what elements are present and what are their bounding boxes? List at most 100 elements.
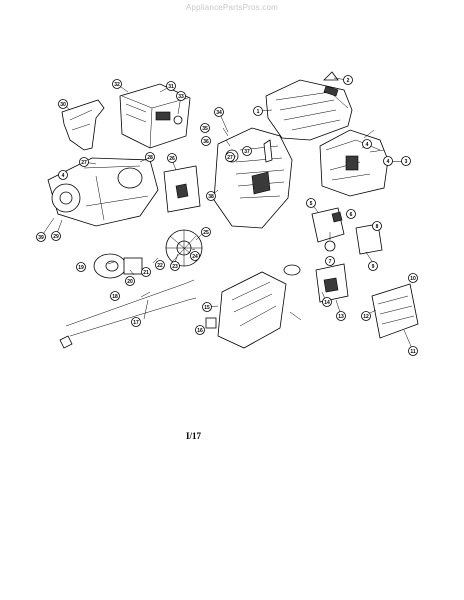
callout-label: 27 [81, 160, 87, 166]
callout-label: 7 [329, 259, 332, 265]
part-ignition [311, 207, 383, 255]
callout-24: 24 [190, 251, 200, 261]
callout-label: 30 [60, 102, 66, 108]
part-starter-housing [47, 157, 159, 227]
callout-4: 4 [58, 170, 68, 180]
callout-label: 3 [405, 159, 408, 165]
callout-label: 27 [227, 155, 233, 161]
callout-label: 20 [127, 279, 133, 285]
callout-label: 4 [387, 159, 390, 165]
callout-33: 33 [176, 91, 186, 101]
callout-4: 4 [383, 156, 393, 166]
callout-label: 4 [62, 173, 65, 179]
callout-label: 35 [202, 126, 208, 132]
callout-label: 6 [350, 212, 353, 218]
callout-12: 12 [361, 311, 371, 321]
callout-26: 26 [167, 153, 177, 163]
callout-34: 34 [214, 107, 224, 117]
callout-10: 10 [408, 273, 418, 283]
callout-label: 4 [366, 142, 369, 148]
callout-17: 17 [131, 317, 141, 327]
callout-label: 26 [169, 156, 175, 162]
watermark: AppliancePartsPros.com [186, 3, 278, 12]
callout-5: 5 [306, 198, 316, 208]
callout-6: 6 [346, 209, 356, 219]
callout-label: 11 [410, 349, 416, 355]
callout-label: 2 [347, 78, 350, 84]
callout-2: 2 [343, 75, 353, 85]
callout-16: 16 [195, 325, 205, 335]
part-housing [319, 129, 389, 197]
part-throttle-cable [59, 279, 197, 349]
callout-19: 19 [76, 262, 86, 272]
callout-1: 1 [253, 106, 263, 116]
callout-label: 24 [192, 254, 198, 260]
callout-label: 32 [114, 82, 120, 88]
callout-label: 21 [143, 270, 149, 276]
callout-label: 15 [204, 305, 210, 311]
part-handle-cover [61, 99, 105, 151]
callout-30: 30 [58, 99, 68, 109]
part-engine-cover [265, 79, 353, 141]
callout-label: 29 [53, 234, 59, 240]
callout-31: 31 [166, 81, 176, 91]
callout-label: 9 [372, 264, 375, 270]
callout-38: 38 [206, 191, 216, 201]
callout-27: 27 [225, 152, 235, 162]
callout-label: 17 [133, 320, 139, 326]
callout-15: 15 [202, 302, 212, 312]
callout-label: 36 [203, 139, 209, 145]
part-engine [213, 127, 293, 229]
callout-27: 27 [79, 157, 89, 167]
callout-3: 3 [401, 156, 411, 166]
part-muffler [119, 83, 191, 149]
callout-label: 10 [410, 276, 416, 282]
callout-21: 21 [141, 267, 151, 277]
callout-29: 29 [51, 231, 61, 241]
callout-label: 8 [376, 224, 379, 230]
part-clutch-drum [93, 253, 143, 279]
part-fuel-tank [205, 264, 301, 349]
callout-label: 13 [338, 314, 344, 320]
callout-39: 39 [36, 232, 46, 242]
callout-8: 8 [372, 221, 382, 231]
callout-label: 1 [257, 109, 260, 115]
callout-32: 32 [112, 79, 122, 89]
callout-13: 13 [336, 311, 346, 321]
part-air-filter [315, 263, 419, 339]
callout-25: 25 [201, 227, 211, 237]
callout-18: 18 [110, 291, 120, 301]
part-carburetor [163, 165, 201, 213]
callout-label: 16 [197, 328, 203, 334]
callout-20: 20 [125, 276, 135, 286]
callout-label: 28 [147, 155, 153, 161]
callout-label: 23 [172, 264, 178, 270]
callout-37: 37 [242, 146, 252, 156]
callout-label: 14 [324, 300, 330, 306]
callout-label: 12 [363, 314, 369, 320]
callout-28: 28 [145, 152, 155, 162]
callout-label: 34 [216, 110, 222, 116]
callout-label: 18 [112, 294, 118, 300]
page-number: I/17 [186, 431, 202, 441]
callout-label: 31 [168, 84, 174, 90]
callout-9: 9 [368, 261, 378, 271]
callout-14: 14 [322, 297, 332, 307]
callout-23: 23 [170, 261, 180, 271]
callout-4: 4 [362, 139, 372, 149]
callout-11: 11 [408, 346, 418, 356]
callout-label: 33 [178, 94, 184, 100]
callout-22: 22 [155, 260, 165, 270]
callout-label: 5 [310, 201, 313, 207]
callout-7: 7 [325, 256, 335, 266]
callout-35: 35 [200, 123, 210, 133]
callout-label: 38 [208, 194, 214, 200]
callout-36: 36 [201, 136, 211, 146]
callout-label: 39 [38, 235, 44, 241]
part-knob [323, 71, 339, 81]
callout-label: 22 [157, 263, 163, 269]
callout-label: 19 [78, 265, 84, 271]
callout-label: 37 [244, 149, 250, 155]
callout-label: 25 [203, 230, 209, 236]
